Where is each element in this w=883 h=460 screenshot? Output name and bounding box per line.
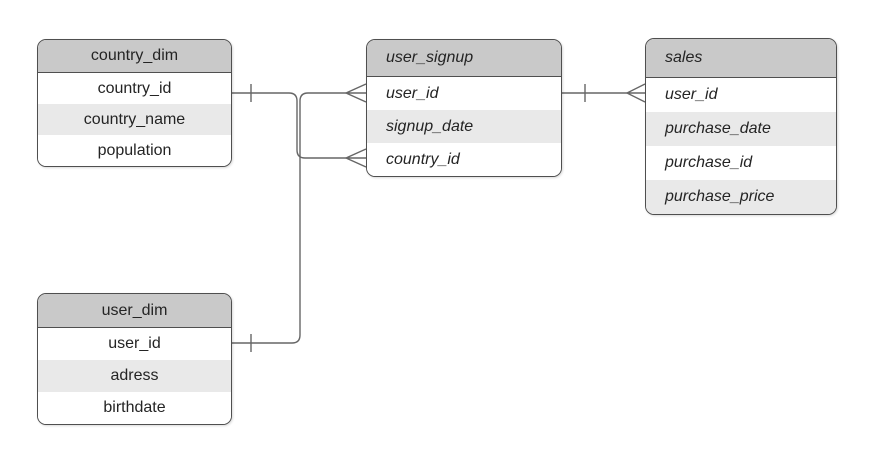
column-row[interactable]: adress — [38, 360, 231, 392]
relationship-country-dim-to-user-signup[interactable] — [232, 84, 367, 168]
column-row[interactable]: country_id — [367, 143, 561, 176]
crow-foot-many-icon — [345, 148, 367, 168]
entity-title[interactable]: user_dim — [38, 294, 231, 328]
column-row[interactable]: user_id — [646, 78, 836, 112]
column-row[interactable]: user_id — [38, 328, 231, 360]
relationship-user-dim-to-user-signup[interactable] — [232, 83, 367, 352]
column-row[interactable]: population — [38, 135, 231, 166]
entity-title[interactable]: user_signup — [367, 40, 561, 77]
column-row[interactable]: birthdate — [38, 392, 231, 424]
entity-user-dim[interactable]: user_dim user_id adress birthdate — [37, 293, 232, 425]
entity-title[interactable]: sales — [646, 39, 836, 78]
column-row[interactable]: country_name — [38, 104, 231, 135]
crow-foot-many-icon — [626, 83, 646, 103]
entity-title[interactable]: country_dim — [38, 40, 231, 73]
column-row[interactable]: purchase_date — [646, 112, 836, 146]
entity-user-signup[interactable]: user_signup user_id signup_date country_… — [366, 39, 562, 177]
column-row[interactable]: purchase_id — [646, 146, 836, 180]
column-row[interactable]: purchase_price — [646, 180, 836, 214]
column-row[interactable]: signup_date — [367, 110, 561, 143]
edge-path — [232, 92, 346, 159]
column-row[interactable]: country_id — [38, 73, 231, 104]
crow-foot-many-icon — [345, 83, 367, 103]
entity-country-dim[interactable]: country_dim country_id country_name popu… — [37, 39, 232, 167]
entity-sales[interactable]: sales user_id purchase_date purchase_id … — [645, 38, 837, 215]
column-row[interactable]: user_id — [367, 77, 561, 110]
relationship-user-signup-to-sales[interactable] — [562, 83, 646, 103]
edge-path — [232, 92, 346, 344]
